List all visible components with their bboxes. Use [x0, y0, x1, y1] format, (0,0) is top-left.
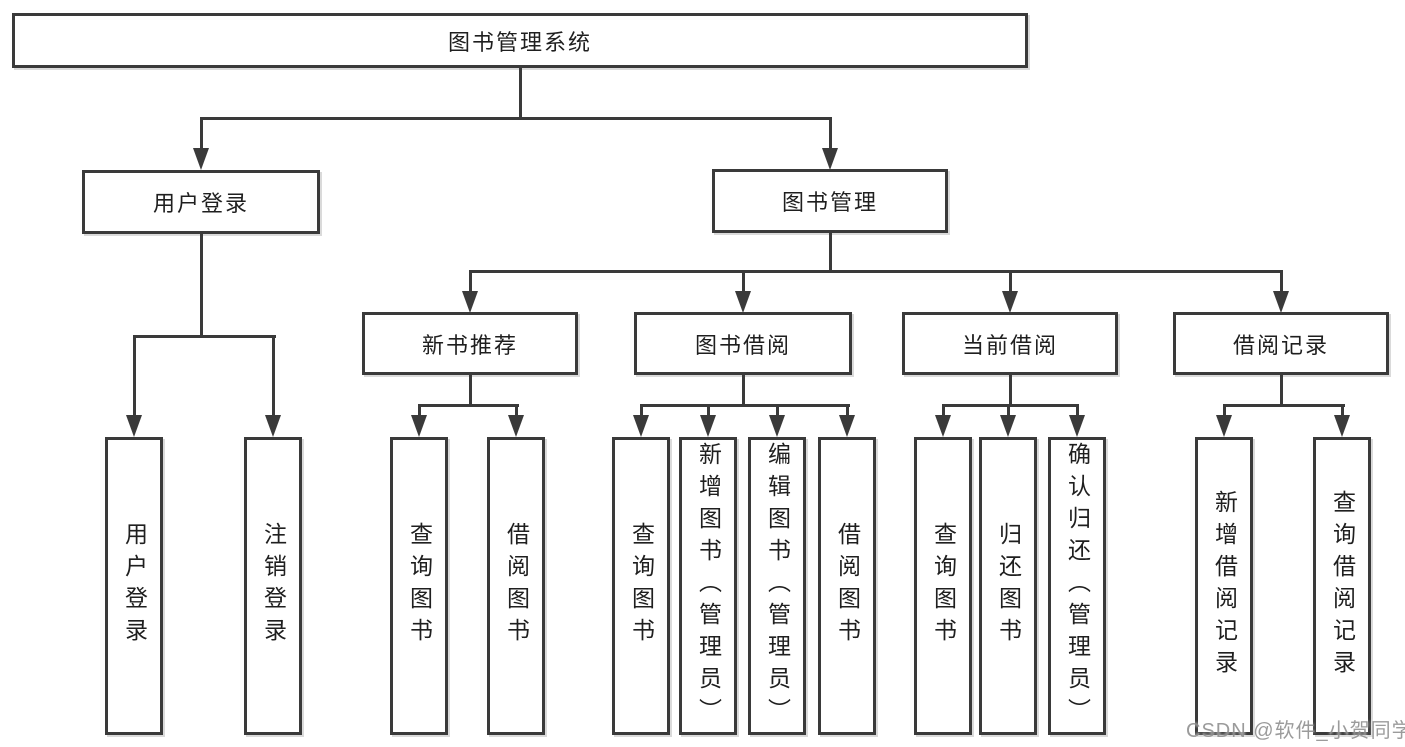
connector-line [468, 270, 1283, 273]
connector-line [1279, 270, 1283, 293]
arrow-down-icon [1216, 415, 1232, 437]
leaf-add-borrow-record: 新增借阅记录 [1195, 437, 1253, 735]
leaf-query-books-current: 查询图书 [914, 437, 972, 735]
leaf-logout-login: 注销登录 [244, 437, 302, 735]
arrow-down-icon [126, 415, 142, 437]
connector-line [1340, 404, 1344, 418]
arrow-down-icon [1069, 415, 1085, 437]
arrow-down-icon [769, 415, 785, 437]
connector-line [1006, 404, 1010, 418]
arrow-down-icon [1002, 291, 1018, 313]
leaf-query-books-borrowing: 查询图书 [612, 437, 670, 735]
arrow-down-icon [1273, 291, 1289, 313]
watermark: CSDN @软件_小贺同学 [1186, 720, 1405, 742]
connector-line [1008, 375, 1012, 406]
connector-line [639, 404, 643, 418]
connector-line [1222, 404, 1226, 418]
leaf-confirm-return-admin: 确认归还（管理员） [1048, 437, 1106, 735]
connector-line [518, 68, 522, 119]
connector-line [271, 335, 275, 417]
arrow-down-icon [462, 291, 478, 313]
arrow-down-icon [735, 291, 751, 313]
node-borrowing-records: 借阅记录 [1173, 312, 1389, 375]
arrow-down-icon [822, 148, 838, 170]
arrow-down-icon [935, 415, 951, 437]
connector-line [741, 375, 745, 406]
leaf-add-book-admin: 新增图书（管理员） [679, 437, 737, 735]
connector-line [741, 270, 745, 293]
leaf-query-books-recommend: 查询图书 [390, 437, 448, 735]
connector-line [706, 404, 710, 418]
connector-line [514, 404, 518, 418]
connector-line [132, 335, 276, 338]
connector-line [199, 117, 203, 151]
leaf-query-borrow-record: 查询借阅记录 [1313, 437, 1371, 735]
leaf-return-book: 归还图书 [979, 437, 1037, 735]
connector-line [941, 404, 945, 418]
node-user-login: 用户登录 [82, 170, 320, 234]
connector-line [941, 404, 1079, 407]
connector-line [1008, 270, 1012, 293]
arrow-down-icon [411, 415, 427, 437]
node-library-management-system: 图书管理系统 [12, 13, 1028, 68]
arrow-down-icon [839, 415, 855, 437]
leaf-edit-book-admin: 编辑图书（管理员） [748, 437, 806, 735]
node-new-book-recommendation: 新书推荐 [362, 312, 578, 375]
connector-line [468, 375, 472, 406]
arrow-down-icon [1000, 415, 1016, 437]
connector-line [199, 117, 832, 120]
node-book-management: 图书管理 [712, 169, 948, 233]
connector-line [775, 404, 779, 418]
arrow-down-icon [700, 415, 716, 437]
connector-line [828, 117, 832, 151]
connector-line [1075, 404, 1079, 418]
arrow-down-icon [633, 415, 649, 437]
node-current-borrowing: 当前借阅 [902, 312, 1118, 375]
connector-line [845, 404, 849, 418]
connector-line [1222, 404, 1345, 407]
connector-line [132, 335, 136, 417]
arrow-down-icon [1334, 415, 1350, 437]
node-book-borrowing: 图书借阅 [634, 312, 852, 375]
leaf-borrow-books-recommend: 借阅图书 [487, 437, 545, 735]
leaf-borrow-books-borrowing: 借阅图书 [818, 437, 876, 735]
connector-line [417, 404, 519, 407]
connector-line [199, 234, 203, 337]
connector-line [468, 270, 472, 293]
connector-line [417, 404, 421, 418]
connector-line [639, 404, 850, 407]
arrow-down-icon [508, 415, 524, 437]
connector-line [1279, 375, 1283, 406]
connector-line [828, 233, 832, 272]
arrow-down-icon [193, 148, 209, 170]
leaf-user-login: 用户登录 [105, 437, 163, 735]
arrow-down-icon [265, 415, 281, 437]
